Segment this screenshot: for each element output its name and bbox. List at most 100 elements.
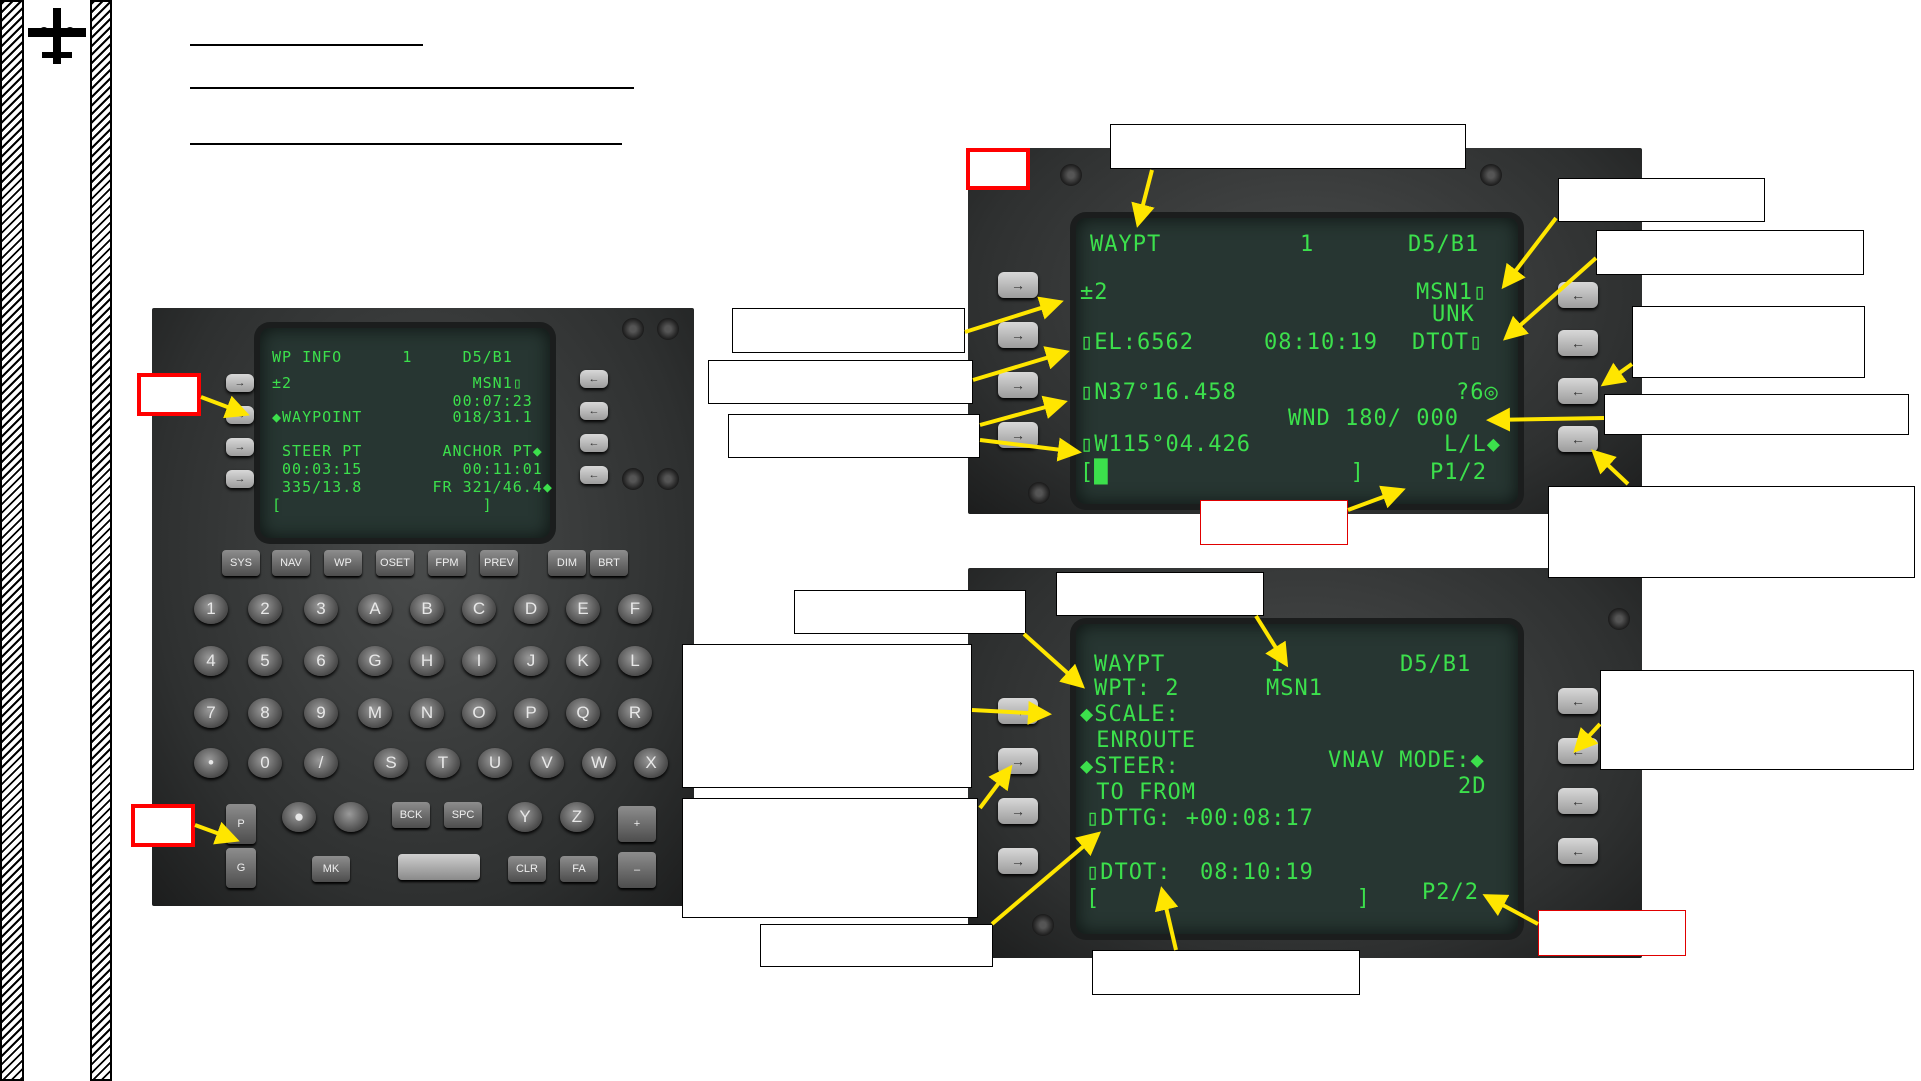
cdu-screw [657, 318, 679, 340]
cdu-lsk-r2[interactable]: ← [580, 402, 608, 420]
cdu-photo: WP INFO 1 D5/B1 ±2 MSN1▯ 00:07:23 ◆WAYPO… [152, 308, 694, 906]
key-n[interactable]: N [410, 698, 444, 728]
fa-key[interactable]: FA [560, 856, 598, 882]
key-c[interactable]: C [462, 594, 496, 624]
page2-lsk-r2[interactable]: ← [1558, 738, 1598, 764]
key-l[interactable]: L [618, 646, 652, 676]
key-2[interactable]: 2 [248, 594, 282, 624]
page2-lsk-l1[interactable]: → [998, 698, 1038, 724]
key-3[interactable]: 3 [304, 594, 338, 624]
cdu-lsk-l4[interactable]: → [226, 470, 254, 488]
key-dot[interactable]: • [194, 748, 228, 778]
callout-box [1558, 178, 1765, 222]
page2-number: 1 [1270, 654, 1284, 676]
page2-scale-value: ENROUTE [1082, 730, 1196, 752]
key-t[interactable]: T [426, 748, 460, 778]
page1-lsk-r4[interactable]: ← [1558, 426, 1598, 452]
cdu-small-screen: WP INFO 1 D5/B1 ±2 MSN1▯ 00:07:23 ◆WAYPO… [260, 328, 550, 538]
page2-lsk-r4[interactable]: ← [1558, 838, 1598, 864]
page2-lsk-r3[interactable]: ← [1558, 788, 1598, 814]
cdu-lsk-l1[interactable]: → [226, 374, 254, 392]
key-w[interactable]: W [582, 748, 616, 778]
wp-key[interactable]: WP [324, 550, 362, 576]
page1-dtot: DTOT▯ [1412, 332, 1483, 354]
page1-lsk-l2[interactable]: → [998, 322, 1038, 348]
key-blank[interactable] [334, 802, 368, 832]
page2-lsk-l2[interactable]: → [998, 748, 1038, 774]
key-v[interactable]: V [530, 748, 564, 778]
key-e[interactable]: E [566, 594, 600, 624]
callout-box-red [1200, 500, 1348, 545]
key-a[interactable]: A [358, 594, 392, 624]
page1-lsk-r2[interactable]: ← [1558, 330, 1598, 356]
page2-lsk-r1[interactable]: ← [1558, 688, 1598, 714]
cdu-lsk-r1[interactable]: ← [580, 370, 608, 388]
key-0[interactable]: 0 [248, 748, 282, 778]
cdu-lsk-l3[interactable]: → [226, 438, 254, 456]
callout-box [1092, 950, 1360, 995]
key-slash[interactable]: / [304, 748, 338, 778]
page1-lsk-l1[interactable]: → [998, 272, 1038, 298]
sys-key[interactable]: SYS [222, 550, 260, 576]
key-bullet[interactable]: ● [282, 802, 316, 832]
fpm-key[interactable]: FPM [428, 550, 466, 576]
key-s[interactable]: S [374, 748, 408, 778]
key-7[interactable]: 7 [194, 698, 228, 728]
key-f[interactable]: F [618, 594, 652, 624]
brt-key[interactable]: BRT [590, 550, 628, 576]
page1-lsk-l4[interactable]: → [998, 422, 1038, 448]
page1-screw [1060, 164, 1082, 186]
cdu-screen-line-1: WP INFO 1 D5/B1 [272, 350, 513, 365]
page2-lsk-l4[interactable]: → [998, 848, 1038, 874]
key-u[interactable]: U [478, 748, 512, 778]
key-r[interactable]: R [618, 698, 652, 728]
plus-key[interactable]: + [618, 806, 656, 842]
cdu-screw [622, 318, 644, 340]
key-q[interactable]: Q [566, 698, 600, 728]
minus-key[interactable]: – [618, 852, 656, 888]
key-m[interactable]: M [358, 698, 392, 728]
page2-dtot: ▯DTOT: 08:10:19 [1086, 862, 1314, 884]
key-p[interactable]: P [514, 698, 548, 728]
clr-key[interactable]: CLR [508, 856, 546, 882]
nav-key[interactable]: NAV [272, 550, 310, 576]
key-j[interactable]: J [514, 646, 548, 676]
key-d[interactable]: D [514, 594, 548, 624]
page1-scratchpad: [█ ] [1080, 462, 1365, 484]
key-1[interactable]: 1 [194, 594, 228, 624]
spc-bar[interactable] [398, 854, 480, 880]
page-up-key[interactable]: P [226, 804, 256, 844]
bck-key[interactable]: BCK [392, 802, 430, 828]
key-x[interactable]: X [634, 748, 668, 778]
key-i[interactable]: I [462, 646, 496, 676]
cdu-lsk-r3[interactable]: ← [580, 434, 608, 452]
key-4[interactable]: 4 [194, 646, 228, 676]
key-y[interactable]: Y [508, 802, 542, 832]
page2-wpt: WPT: 2 [1094, 678, 1179, 700]
page1-lsk-l3[interactable]: → [998, 372, 1038, 398]
page2-lsk-l3[interactable]: → [998, 798, 1038, 824]
dim-key[interactable]: DIM [548, 550, 586, 576]
page2-dts-mode: D5/B1 [1400, 654, 1471, 676]
key-g[interactable]: G [358, 646, 392, 676]
page1-lsk-r3[interactable]: ← [1558, 378, 1598, 404]
key-k[interactable]: K [566, 646, 600, 676]
page-down-key[interactable]: G [226, 848, 256, 888]
key-h[interactable]: H [410, 646, 444, 676]
cdu-lsk-r4[interactable]: ← [580, 466, 608, 484]
prev-key[interactable]: PREV [480, 550, 518, 576]
key-5[interactable]: 5 [248, 646, 282, 676]
spc-key[interactable]: SPC [444, 802, 482, 828]
oset-key[interactable]: OSET [376, 550, 414, 576]
key-b[interactable]: B [410, 594, 444, 624]
key-9[interactable]: 9 [304, 698, 338, 728]
key-8[interactable]: 8 [248, 698, 282, 728]
mk-key[interactable]: MK [312, 856, 350, 882]
cdu-lsk-l2[interactable]: → [226, 406, 254, 424]
left-hatched-border [0, 0, 24, 1081]
key-z[interactable]: Z [560, 802, 594, 832]
page1-lsk-r1[interactable]: ← [1558, 282, 1598, 308]
key-6[interactable]: 6 [304, 646, 338, 676]
key-o[interactable]: O [462, 698, 496, 728]
page2-steer: ◆STEER: [1080, 756, 1180, 778]
